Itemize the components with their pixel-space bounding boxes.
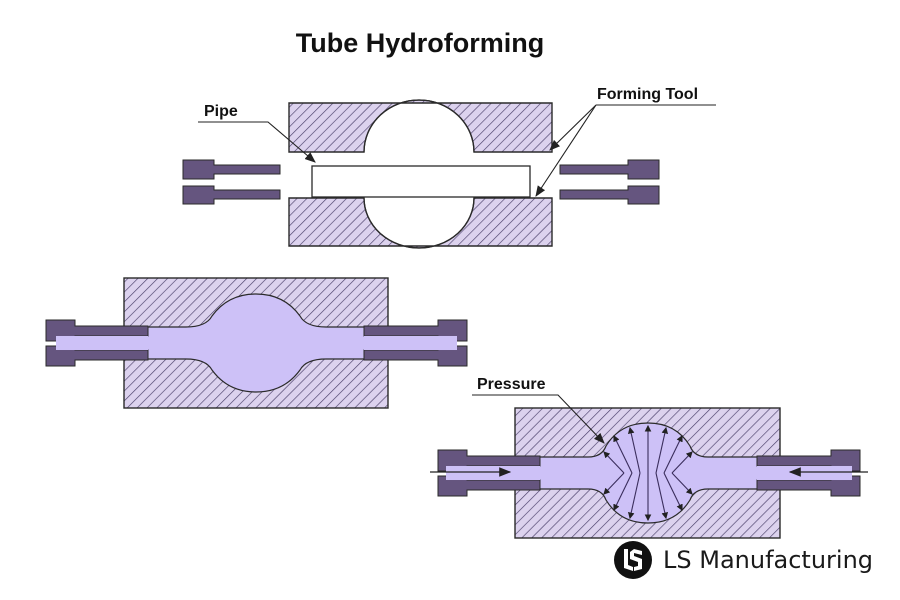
pipe-leader [198, 121, 316, 163]
left-fluid-channel [446, 466, 540, 480]
diagram-title: Tube Hydroforming [295, 28, 545, 58]
left-fluid-channel [56, 336, 148, 350]
label-pipe: Pipe [204, 103, 238, 120]
forming-tool-leader-upper [549, 104, 597, 151]
lower-die [288, 197, 553, 249]
pressure-leader [472, 394, 605, 444]
stage-3-pressurized: Pressure [430, 376, 868, 539]
die-cavity [363, 99, 475, 249]
stage-1-open-die: Pipe Forming Tool [182, 86, 716, 249]
left-ram-lower [182, 185, 281, 205]
pressure-arrows [603, 424, 693, 522]
right-fluid-channel [757, 466, 852, 480]
label-pressure: Pressure [477, 376, 546, 393]
right-ram-lower [559, 185, 660, 205]
right-fluid-channel [364, 336, 457, 350]
label-forming-tool: Forming Tool [597, 86, 698, 103]
brand-name: LS Manufacturing [663, 546, 874, 574]
left-ram-upper [182, 159, 281, 180]
right-ram-upper [559, 159, 660, 180]
stage-2-closed-die [45, 277, 468, 409]
pipe [311, 165, 531, 198]
forming-tool-leader-lower [535, 104, 597, 197]
upper-die [288, 99, 553, 153]
ls-logo-icon [614, 541, 652, 579]
brand-logo: LS Manufacturing [613, 540, 873, 580]
